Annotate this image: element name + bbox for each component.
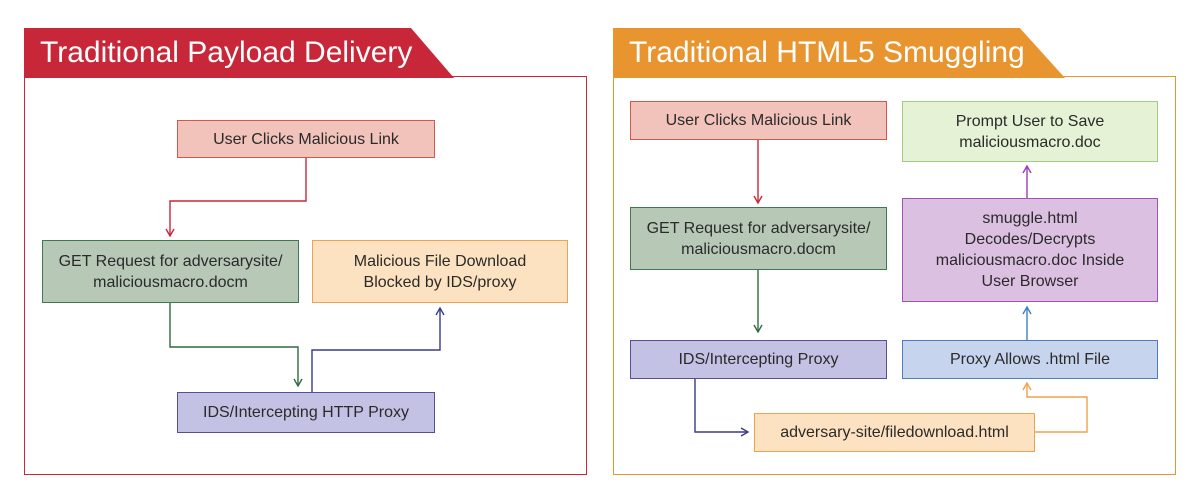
right-box-prompt-save: Prompt User to Save maliciousmacro.doc xyxy=(902,101,1158,162)
left-box-user-clicks-link: User Clicks Malicious Link xyxy=(177,120,435,158)
left-box-download-blocked: Malicious File Download Blocked by IDS/p… xyxy=(312,240,568,303)
left-panel-title: Traditional Payload Delivery xyxy=(24,28,454,78)
left-box-get-request: GET Request for adversarysite/ malicious… xyxy=(42,240,299,303)
right-box-smuggle-decodes: smuggle.html Decodes/Decrypts maliciousm… xyxy=(902,198,1158,302)
right-arrow-proxy-to-download xyxy=(694,379,750,437)
right-box-get-request: GET Request for adversarysite/ malicious… xyxy=(630,207,887,270)
right-box-proxy-allows-html: Proxy Allows .html File xyxy=(902,340,1158,379)
left-arrow-proxy-to-blocked xyxy=(311,306,445,392)
left-arrow-get-to-proxy xyxy=(169,303,303,388)
right-box-file-download: adversary-site/filedownload.html xyxy=(754,413,1035,452)
right-box-intercepting-proxy: IDS/Intercepting Proxy xyxy=(630,340,887,379)
right-box-user-clicks-link: User Clicks Malicious Link xyxy=(630,101,887,140)
left-box-intercepting-proxy: IDS/Intercepting HTTP Proxy xyxy=(177,392,435,433)
left-arrow-click-to-get xyxy=(165,158,307,238)
right-panel-title: Traditional HTML5 Smuggling xyxy=(613,28,1065,78)
right-arrow-download-to-allows xyxy=(1022,381,1088,433)
